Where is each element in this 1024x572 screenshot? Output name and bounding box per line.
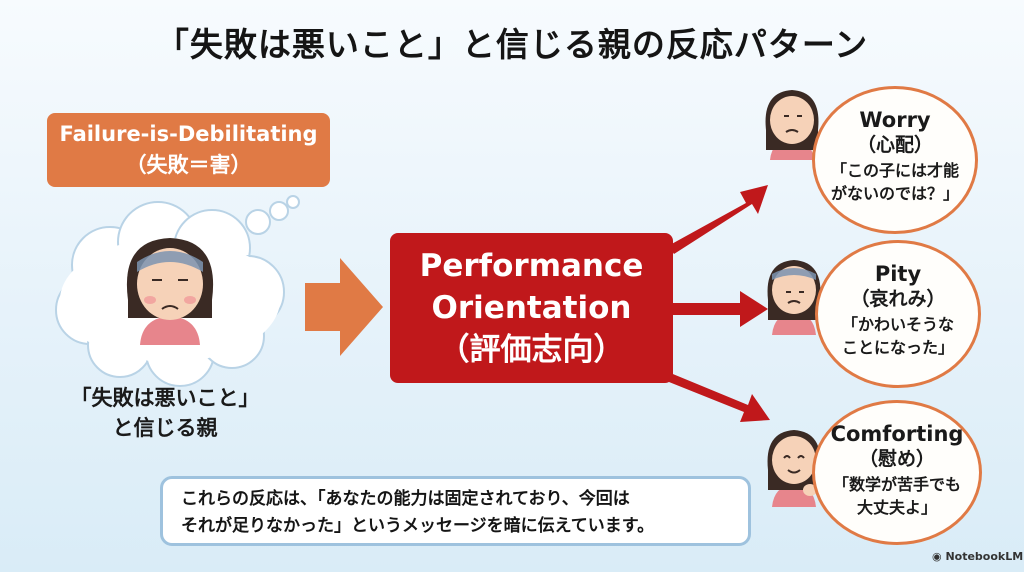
parent-caption-line1: 「失敗は悪いこと」	[70, 386, 260, 410]
response-worry: Worry （心配） 「この子には才能 がないのでは？」	[812, 86, 978, 234]
response-japanese: （慰め）	[858, 448, 935, 470]
worried-parent-icon	[126, 238, 214, 345]
note-line2: それが足りなかった」というメッセージを暗に伝えています。	[181, 516, 655, 536]
response-quote-line1: 「数学が苦手でも	[832, 475, 961, 494]
center-line2: Orientation	[431, 290, 632, 326]
red-arrows	[664, 185, 770, 422]
belief-english-label: Failure-is-Debilitating	[59, 122, 318, 146]
belief-japanese-label: （失敗＝害）	[125, 153, 252, 177]
note-line1: これらの反応は、「あなたの能力は固定されており、今回は	[181, 489, 630, 509]
comforting-mother-icon	[767, 430, 821, 507]
response-english: Worry	[859, 108, 931, 132]
response-english: Comforting	[830, 422, 964, 446]
watermark-text: NotebookLM	[945, 550, 1024, 563]
response-english: Pity	[874, 262, 922, 286]
performance-orientation-box: Performance Orientation （評価志向）	[390, 233, 673, 383]
notebooklm-logo-icon: ◉	[932, 550, 942, 563]
response-pity: Pity （哀れみ） 「かわいそうな ことになった」	[815, 240, 981, 388]
response-quote-line2: 大丈夫よ」	[856, 498, 937, 517]
response-japanese: （心配）	[856, 134, 933, 156]
page-title: 「失敗は悪いこと」と信じる親の反応パターン	[155, 25, 869, 64]
explanation-note: これらの反応は、「あなたの能力は固定されており、今回は それが足りなかった」とい…	[160, 476, 751, 546]
response-quote-line1: 「この子には才能	[830, 161, 959, 180]
parent-caption: 「失敗は悪いこと」 と信じる親	[55, 383, 275, 443]
belief-box: Failure-is-Debilitating （失敗＝害）	[47, 113, 330, 187]
response-japanese: （哀れみ）	[850, 288, 946, 310]
center-line3: （評価志向）	[438, 332, 625, 368]
center-line1: Performance	[419, 248, 644, 284]
response-quote-line1: 「かわいそうな	[841, 315, 954, 334]
orange-arrow	[305, 258, 383, 356]
response-quote-line2: がないのでは？」	[830, 184, 959, 203]
worried-mother-icon	[765, 90, 819, 160]
notebooklm-watermark: ◉ NotebookLM	[932, 550, 1023, 563]
response-quote-line2: ことになった」	[841, 338, 954, 357]
thought-bubble-trail	[245, 195, 300, 235]
parent-caption-line2: と信じる親	[112, 416, 218, 440]
response-comforting: Comforting （慰め） 「数学が苦手でも 大丈夫よ」	[812, 400, 982, 545]
pitying-mother-icon	[767, 260, 821, 335]
